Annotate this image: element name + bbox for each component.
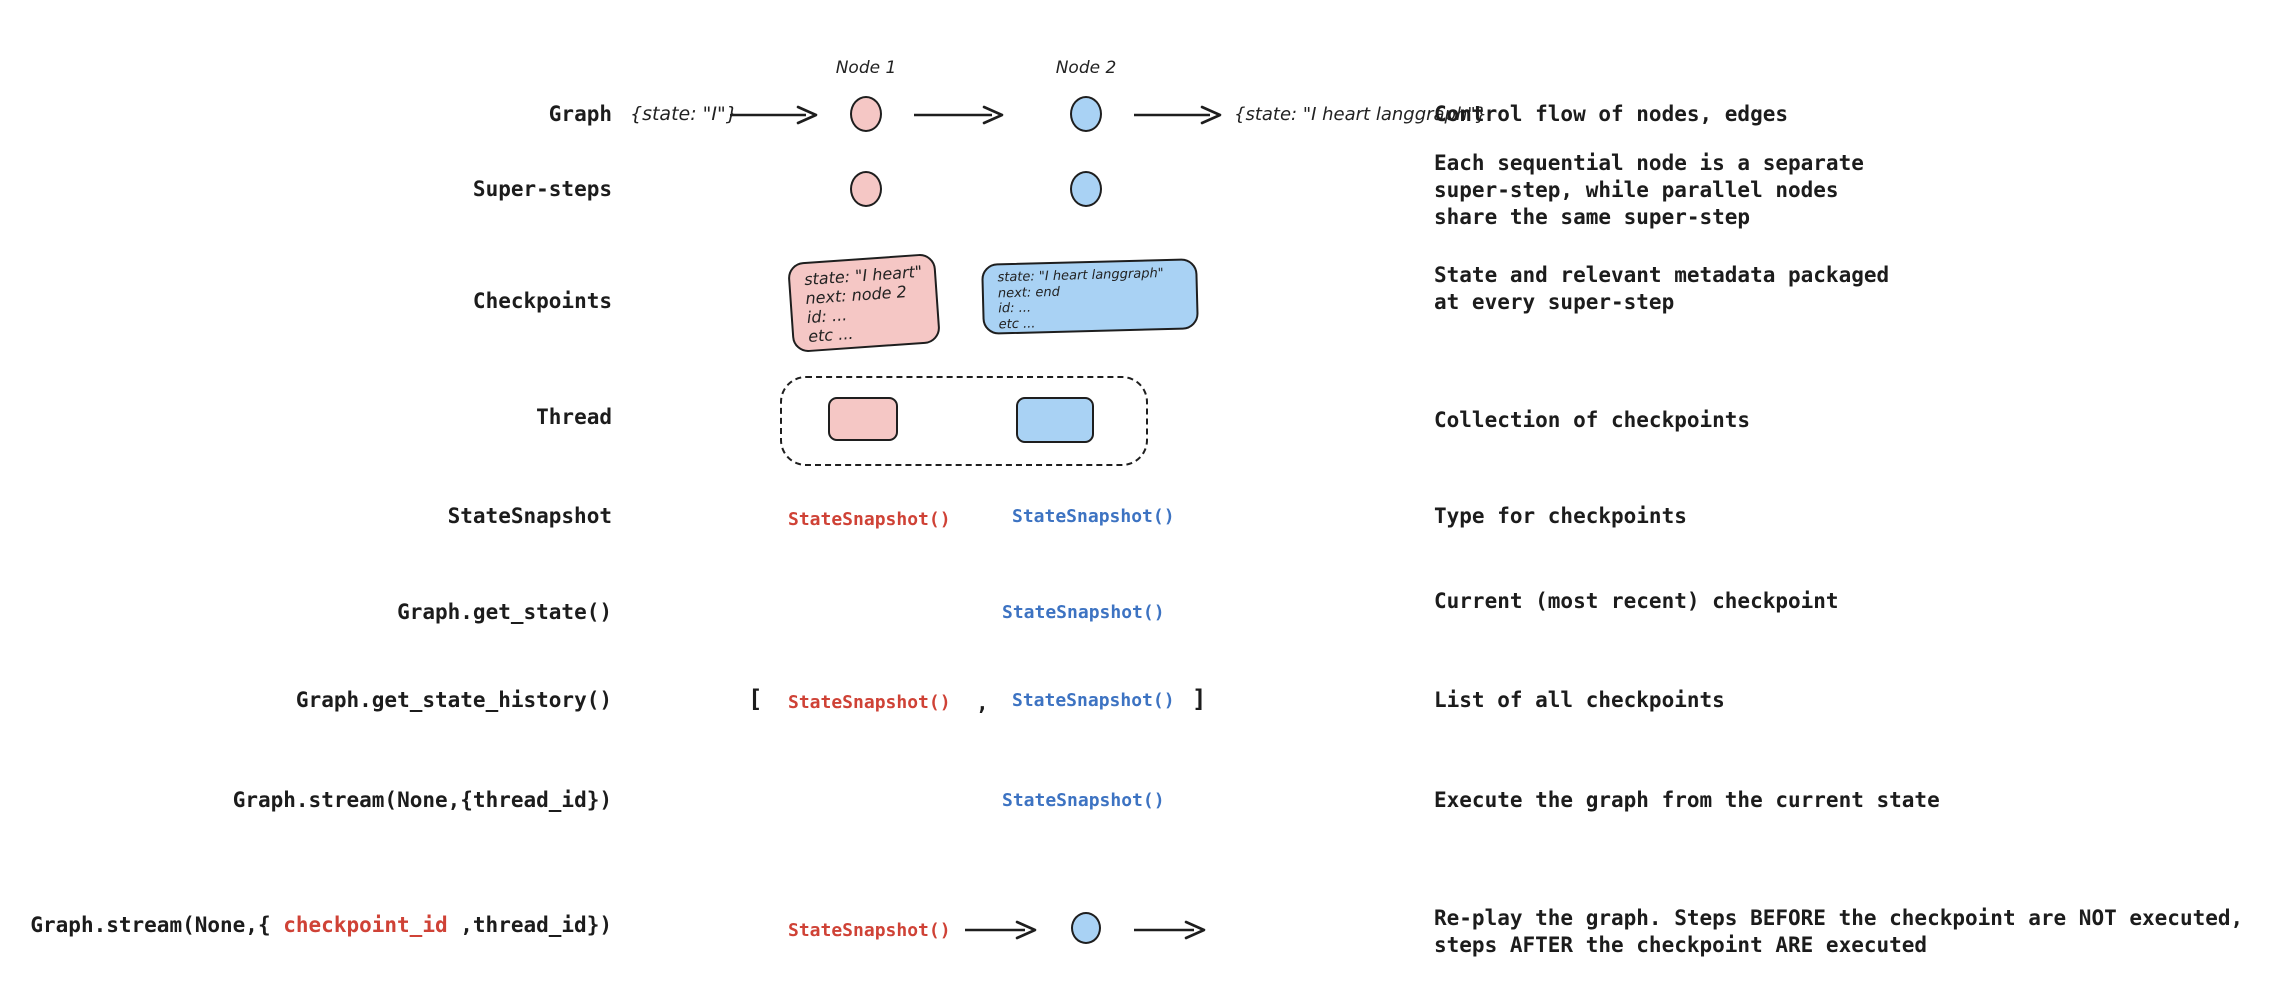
desc-thread: Collection of checkpoints <box>1434 408 1751 432</box>
label-pre: Graph.stream(None,{ <box>30 913 284 937</box>
arrow-icon <box>965 920 1037 940</box>
statesnapshot-red: StateSnapshot() <box>788 509 951 530</box>
desc-stream-thread: Execute the graph from the current state <box>1434 788 1940 812</box>
desc-checkpoints: State and relevant metadata packaged at … <box>1434 263 1890 314</box>
arrow-icon <box>730 105 818 125</box>
desc-get-state-history: List of all checkpoints <box>1434 688 1725 712</box>
row-label-graph: Graph <box>548 102 612 126</box>
arrow-icon <box>1134 105 1222 125</box>
graph-input-state: {state: "I"} <box>630 103 738 125</box>
history-bracket-open: [ <box>748 685 763 713</box>
arrow-icon <box>1134 920 1206 940</box>
row-label-super-steps: Super-steps <box>472 177 612 201</box>
get-state-snapshot-blue: StateSnapshot() <box>1002 602 1165 623</box>
row-label-get-state-history: Graph.get_state_history() <box>295 688 612 712</box>
history-snapshot-blue: StateSnapshot() <box>1012 690 1175 711</box>
desc-stream-checkpoint: Re-play the graph. Steps BEFORE the chec… <box>1434 906 2244 957</box>
node1-circle-icon <box>850 96 882 132</box>
superstep-node1-circle-icon <box>850 171 882 207</box>
label-post: ,thread_id}) <box>447 913 612 937</box>
arrow-icon <box>914 105 1004 125</box>
history-comma: , <box>976 691 989 715</box>
row-label-stream-thread: Graph.stream(None,{thread_id}) <box>232 788 612 812</box>
row-label-checkpoints: Checkpoints <box>472 289 612 313</box>
replay-snapshot-red: StateSnapshot() <box>788 920 951 941</box>
checkpoint2-box: state: "I heart langgraph" next: end id:… <box>981 258 1199 335</box>
stream-snapshot-blue: StateSnapshot() <box>1002 790 1165 811</box>
desc-graph: Control flow of nodes, edges <box>1434 102 1789 126</box>
history-snapshot-red: StateSnapshot() <box>788 692 951 713</box>
row-label-statesnapshot: StateSnapshot <box>447 504 612 528</box>
desc-super-steps: Each sequential node is a separate super… <box>1434 151 1864 229</box>
row-label-stream-checkpoint: Graph.stream(None,{ checkpoint_id ,threa… <box>0 912 612 939</box>
row-label-thread: Thread <box>536 405 612 429</box>
desc-get-state: Current (most recent) checkpoint <box>1434 589 1839 613</box>
replay-node-circle-icon <box>1071 912 1101 944</box>
node1-label: Node 1 <box>835 58 897 78</box>
thread-dashed-box <box>780 376 1148 466</box>
graph-output-state: {state: "I heart langgraph"} <box>1234 104 1488 125</box>
thread-checkpoint2-rect <box>1016 397 1094 443</box>
history-bracket-close: ] <box>1192 685 1207 713</box>
thread-checkpoint1-rect <box>828 397 898 441</box>
statesnapshot-blue: StateSnapshot() <box>1012 506 1175 527</box>
row-label-get-state: Graph.get_state() <box>397 600 612 624</box>
label-checkpoint-id: checkpoint_id <box>283 913 448 937</box>
node2-circle-icon <box>1070 96 1102 132</box>
superstep-node2-circle-icon <box>1070 171 1102 207</box>
checkpoint1-box: state: "I heart" next: node 2 id: ... et… <box>787 252 941 354</box>
desc-statesnapshot: Type for checkpoints <box>1434 504 1687 528</box>
node2-label: Node 2 <box>1055 58 1117 78</box>
